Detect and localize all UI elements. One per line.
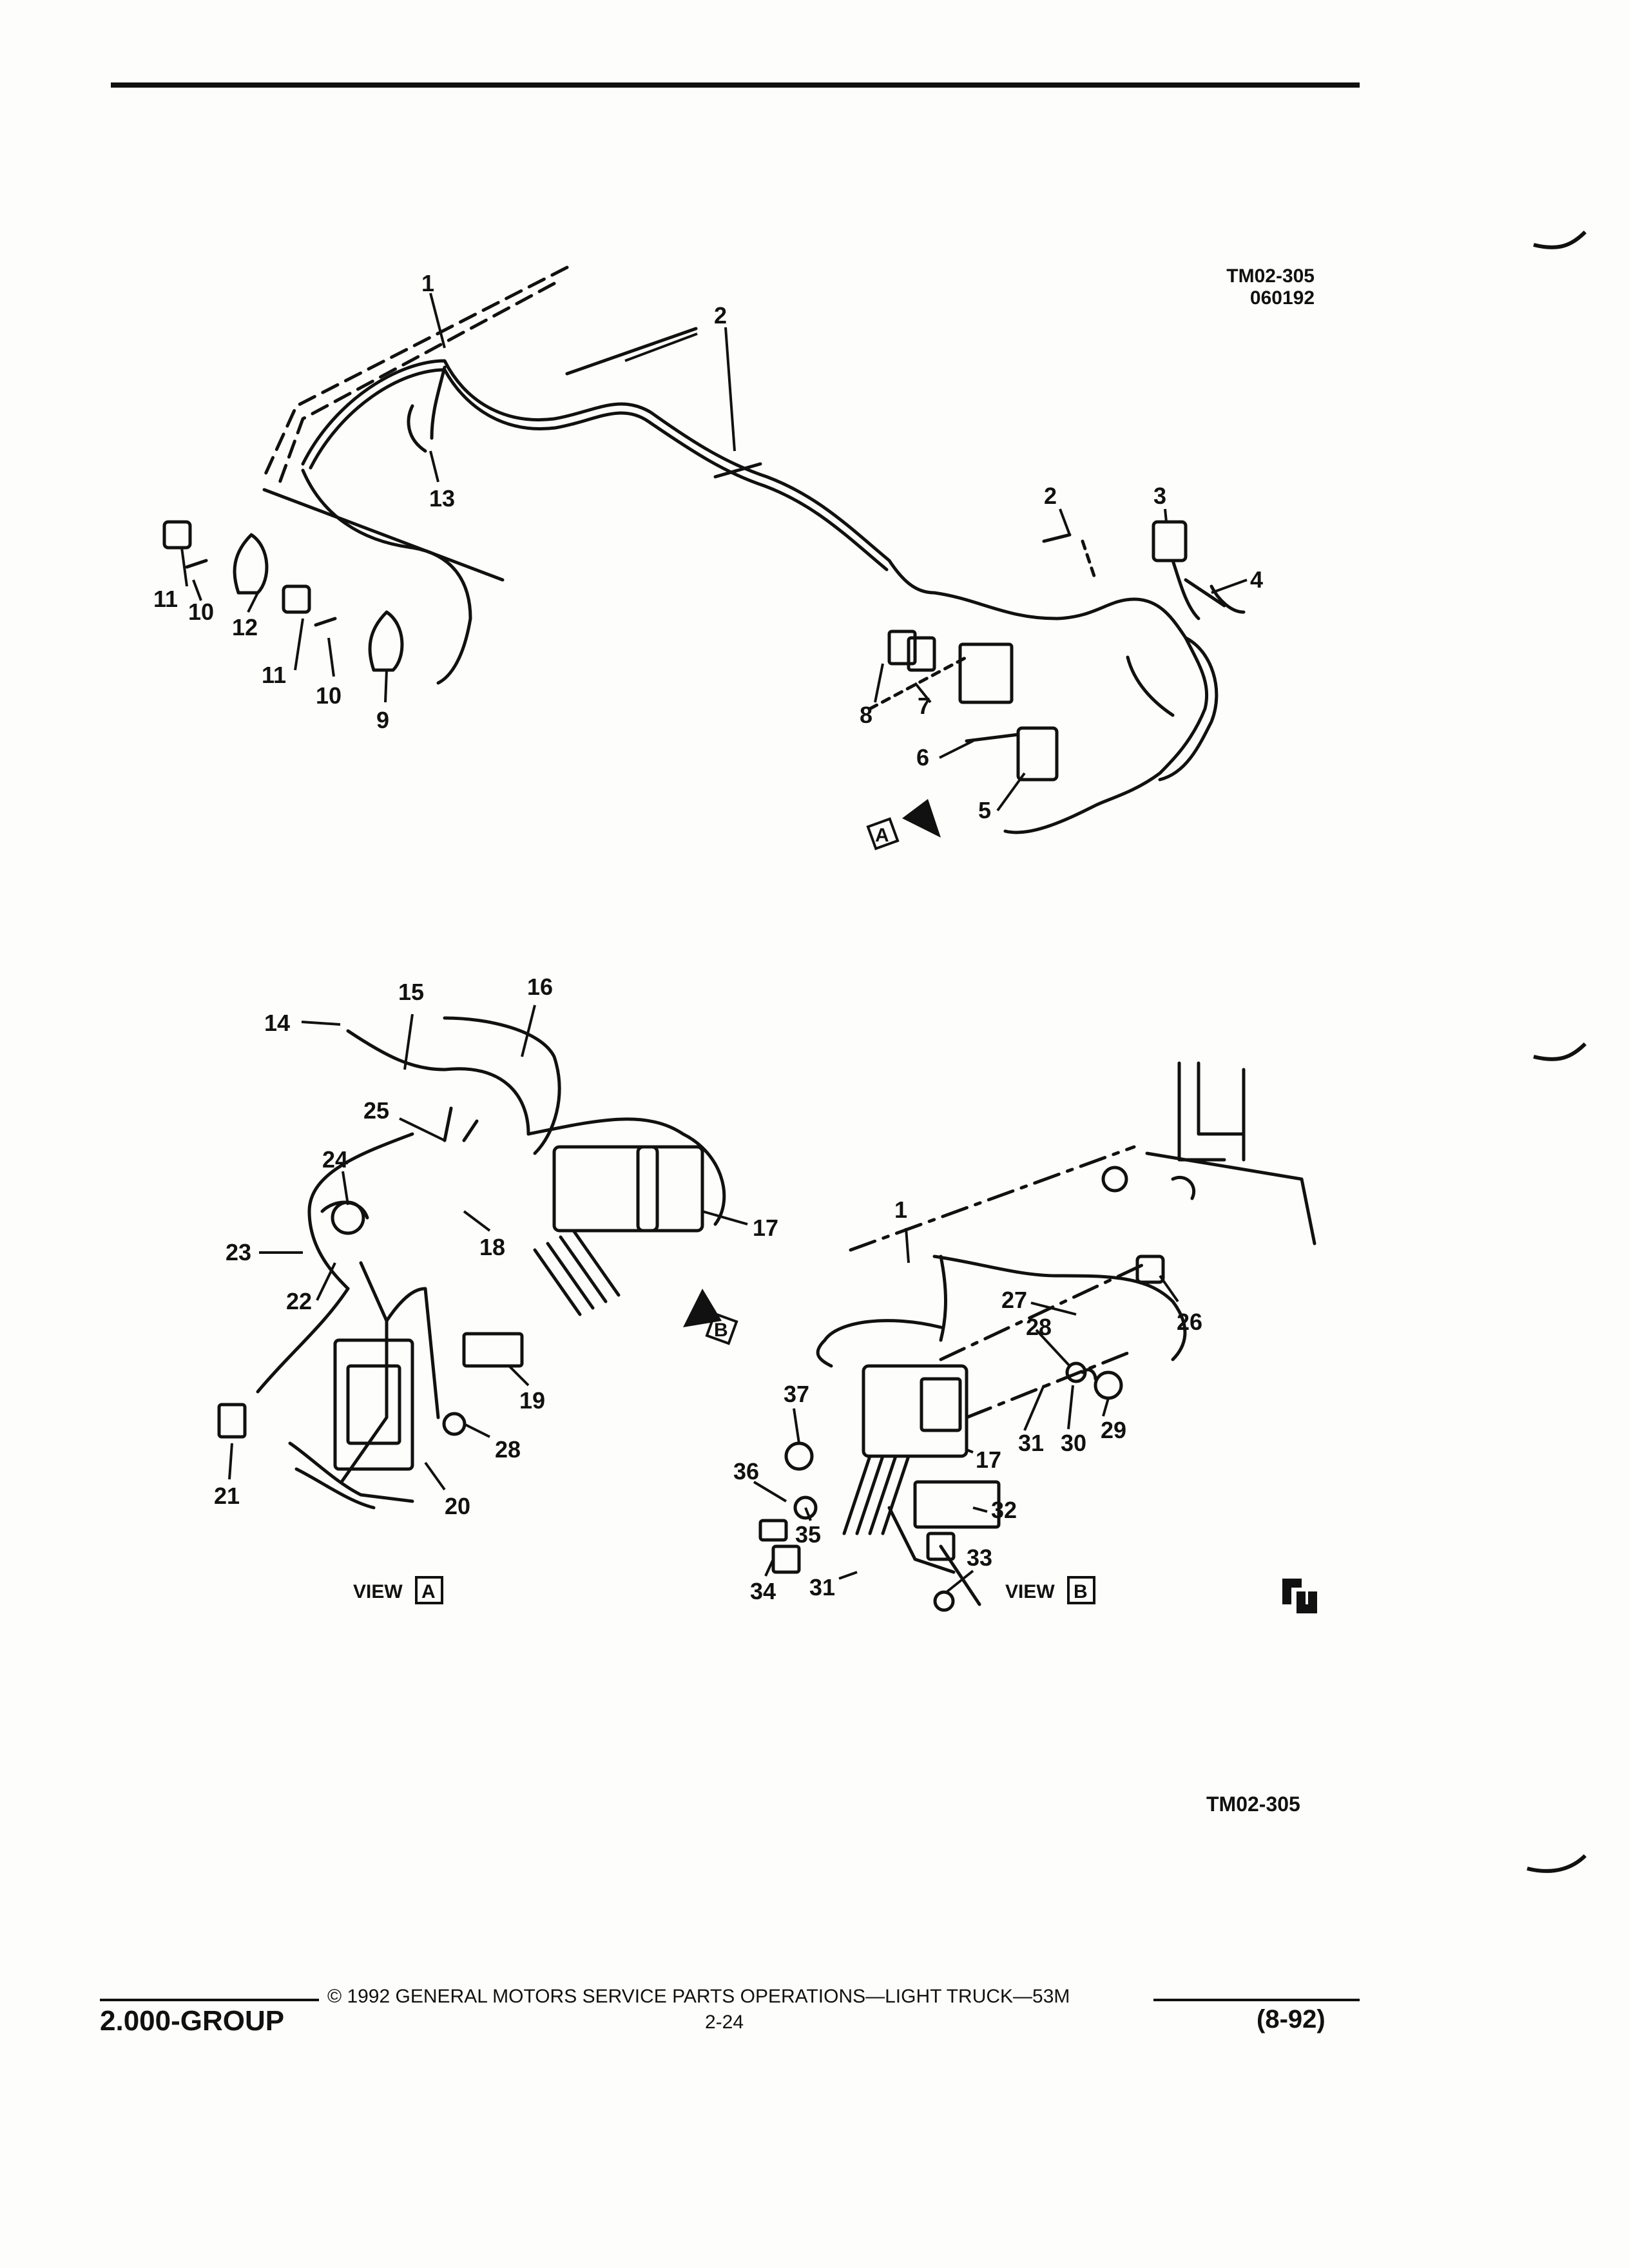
figure-date: 060192 [1249,287,1315,309]
leader-lines [180,293,1248,1593]
callout: 22 [286,1288,312,1314]
callout: 9 [376,707,389,733]
callout: 25 [363,1097,389,1124]
view-a-label: VIEW A [353,1576,443,1604]
callout: 17 [976,1446,1001,1473]
callout: 2 [1044,483,1057,509]
footer-group: 2.000-GROUP [100,2005,285,2037]
callout: 28 [495,1436,521,1463]
callout: 7 [918,693,930,719]
callout: 11 [153,586,178,612]
callout: 16 [527,974,553,1000]
callout: 15 [398,979,424,1005]
view-b-marker-letter: B [714,1320,728,1341]
callout: 36 [733,1458,759,1485]
callout: 2 [714,302,727,329]
callout: 6 [916,744,929,771]
view-b-marker: B [683,1289,738,1345]
view-b-letter: B [1074,1581,1088,1602]
callout: 11 [262,662,286,688]
callout: 18 [479,1234,505,1260]
callout: 37 [784,1381,809,1407]
callout: 10 [316,682,342,709]
callouts-view-a: 14 15 16 17 18 19 20 21 22 23 24 25 28 [214,974,778,1519]
view-a-drawing [217,1016,726,1510]
margin-marks [1527,230,1587,1873]
callouts-view-b: 1 17 26 27 28 29 30 31 31 32 33 34 35 36… [733,1196,1202,1604]
figure-reference-bottom: TM02-305 [1206,1792,1300,1816]
callout: 19 [519,1387,545,1414]
view-a-marker: A [866,799,941,850]
callout: 5 [978,797,991,823]
callouts-top: 1 2 2 3 4 5 6 7 8 9 10 10 11 11 12 13 [153,270,1263,823]
view-b-prefix: VIEW [1005,1581,1055,1602]
callout: 10 [188,599,214,625]
footer-copyright: © 1992 GENERAL MOTORS SERVICE PARTS OPER… [327,1986,1070,2007]
view-a-prefix: VIEW [353,1581,403,1602]
top-harness-drawing [162,265,1246,834]
callout: 24 [322,1146,348,1173]
figure-reference: TM02-305 060192 [1199,265,1315,309]
callout: 12 [232,614,258,640]
callout: 3 [1153,483,1166,509]
callout: 13 [429,485,455,512]
callout: 35 [795,1521,821,1548]
callout: 23 [226,1239,251,1265]
callout: 33 [967,1544,992,1571]
view-a-letter: A [421,1581,436,1602]
callout: 14 [264,1010,290,1036]
view-a-marker-letter: A [875,825,889,846]
footer-page-number: 2-24 [705,2012,744,2033]
callout: 31 [809,1574,835,1600]
callout: 1 [421,270,434,296]
callout: 1 [894,1196,907,1223]
callout: 21 [214,1483,240,1509]
callout: 27 [1001,1287,1027,1313]
view-b-drawing [758,1061,1316,1612]
callout: 26 [1177,1309,1202,1335]
top-rule [111,82,1360,88]
footer-date: (8-92) [1257,2005,1325,2033]
callout: 32 [991,1497,1017,1523]
callout: 17 [753,1215,778,1241]
callout: 29 [1101,1417,1126,1443]
callout: 20 [445,1493,470,1519]
gm-logo-icon [1282,1579,1317,1613]
callout: 8 [860,702,872,728]
callout: 30 [1061,1430,1086,1456]
callout: 4 [1250,566,1263,593]
callout: 34 [750,1578,776,1604]
figure-code: TM02-305 [1226,265,1315,287]
footer-rule-left [100,1999,319,2001]
callout: 28 [1026,1314,1052,1340]
view-b-label: VIEW B [1005,1576,1095,1604]
footer-rule-right [1153,1999,1360,2001]
callout: 31 [1018,1430,1044,1456]
